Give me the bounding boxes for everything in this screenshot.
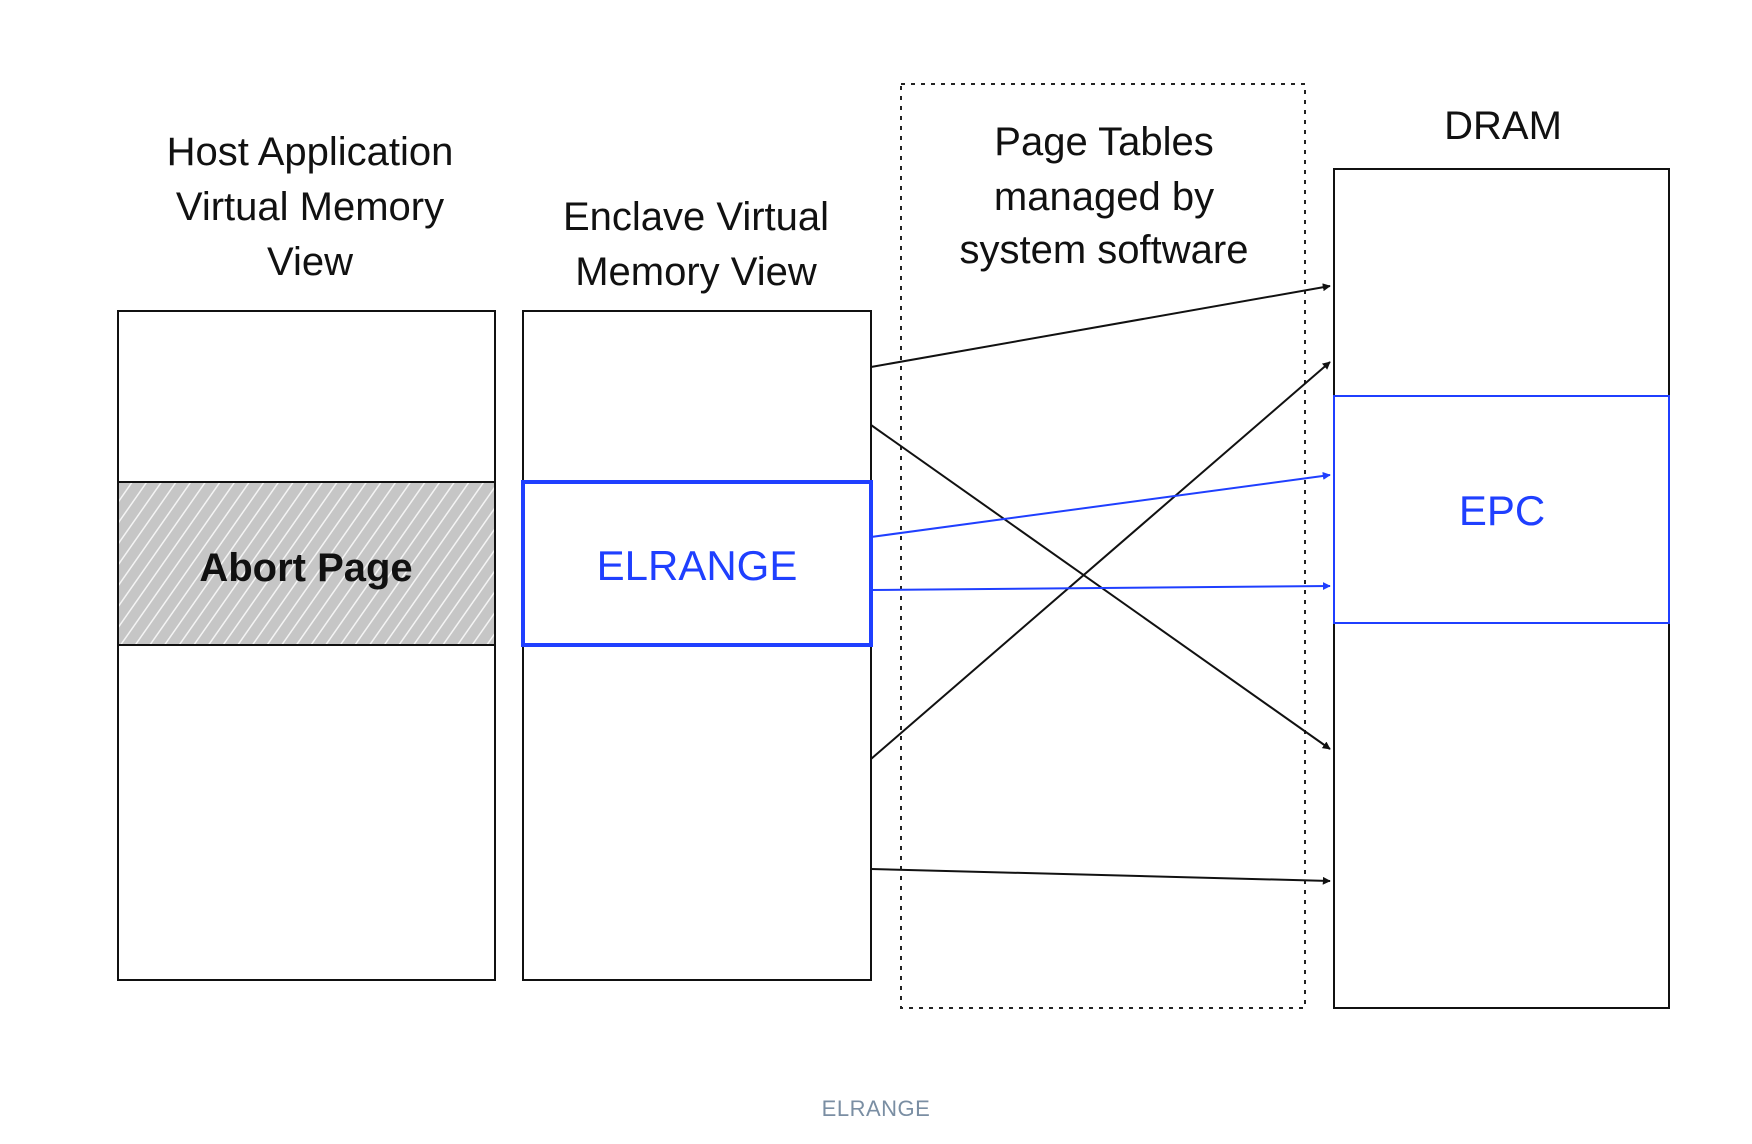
host-memory-column: Abort Page [117, 310, 496, 981]
arrow-enclave-lower-to-dram-upper [870, 361, 1331, 760]
enclave-memory-column: ELRANGE [521, 310, 873, 981]
page-tables-region [900, 83, 1306, 1009]
abort-page-block [117, 481, 496, 646]
arrow-elrange-to-epc-bottom [870, 582, 1331, 591]
elrange-block [521, 480, 873, 647]
enclave-view-heading-line-1: Enclave Virtual [563, 195, 829, 239]
host-view-heading-line-2: Virtual Memory [176, 185, 444, 229]
arrow-enclave-top-to-dram-top [870, 283, 1331, 368]
dram-heading: DRAM [1444, 104, 1562, 148]
figure-caption: ELRANGE [821, 1096, 931, 1121]
host-view-heading-line-3: View [267, 240, 353, 284]
enclave-view-heading: Enclave Virtual Memory View [563, 195, 829, 294]
page-tables-heading-line-2: managed by [994, 175, 1214, 219]
elrange-label: ELRANGE [597, 542, 798, 589]
enclave-view-heading-line-2: Memory View [575, 250, 817, 294]
host-view-heading-line-1: Host Application [167, 130, 454, 174]
page-tables-heading-line-3: system software [960, 228, 1249, 272]
page-tables-heading-line-1: Page Tables [994, 120, 1213, 164]
mapping-arrows [870, 283, 1331, 885]
page-tables-heading: Page Tables managed by system software [960, 120, 1249, 272]
epc-block [1333, 395, 1670, 624]
host-view-heading: Host Application Virtual Memory View [167, 130, 454, 284]
abort-page-label: Abort Page [199, 546, 412, 590]
dram-column: EPC [1333, 168, 1670, 1009]
epc-label: EPC [1459, 487, 1545, 534]
arrow-elrange-to-epc-top [870, 471, 1331, 538]
arrow-enclave-bottom-to-dram-bottom [870, 868, 1331, 885]
